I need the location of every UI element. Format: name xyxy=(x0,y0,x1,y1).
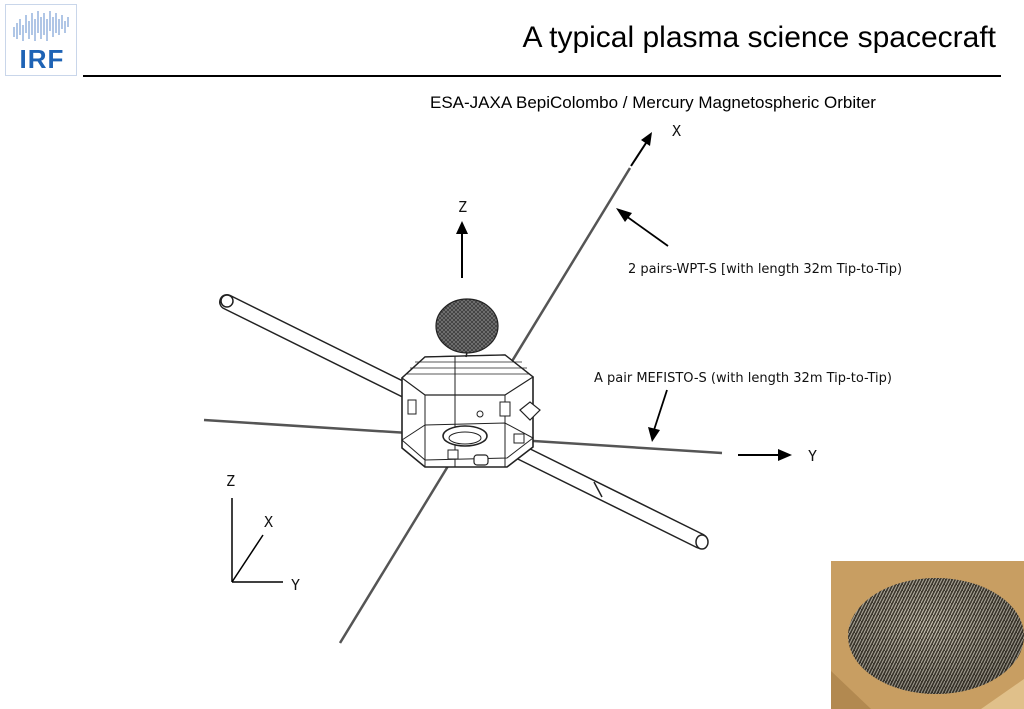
y-axis-arrow xyxy=(738,449,792,461)
wpt-annotation-arrow xyxy=(616,208,669,247)
logo-waveform-icon xyxy=(13,11,69,41)
hedgehog-icon xyxy=(831,561,1024,709)
logo-text: IRF xyxy=(19,44,65,74)
lower-right-mast xyxy=(512,444,709,550)
page-subtitle: ESA-JAXA BepiColombo / Mercury Magnetosp… xyxy=(430,93,876,112)
title-divider xyxy=(83,75,1001,77)
mefisto-annotation-arrow xyxy=(648,389,668,442)
irf-logo: IRF xyxy=(5,4,77,76)
x-axis-label: X xyxy=(672,122,681,140)
page-title: A typical plasma science spacecraft xyxy=(522,21,996,54)
z-axis-label: Z xyxy=(458,198,467,216)
z-axis-arrow xyxy=(456,221,468,278)
antenna-dish-icon xyxy=(435,298,499,354)
y-axis-label: Y xyxy=(808,447,817,465)
coordinate-triad xyxy=(231,498,283,583)
mefisto-annotation-text: A pair MEFISTO-S (with length 32m Tip-to… xyxy=(594,371,892,386)
upper-left-mast xyxy=(219,294,443,413)
triad-x-label: X xyxy=(264,513,273,531)
hedgehog-photo xyxy=(831,561,1024,709)
triad-y-label: Y xyxy=(291,576,300,594)
spacecraft-body xyxy=(401,298,541,468)
triad-z-label: Z xyxy=(226,472,235,490)
wpt-annotation-text: 2 pairs-WPT-S [with length 32m Tip-to-Ti… xyxy=(628,262,902,277)
x-axis-arrow xyxy=(630,132,652,167)
